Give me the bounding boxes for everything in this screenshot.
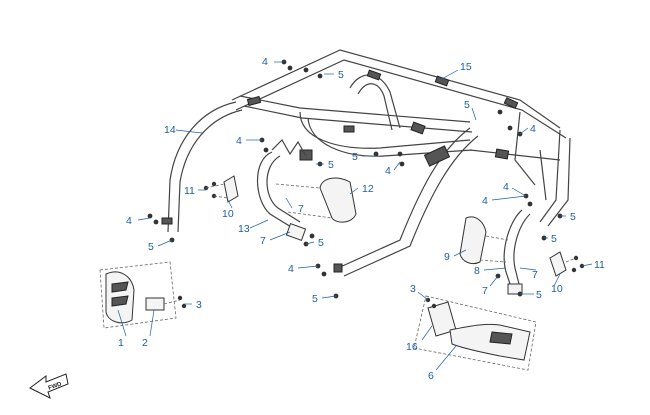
callout-5: 5 xyxy=(464,99,470,111)
leader-lines xyxy=(117,61,593,371)
callout-7: 7 xyxy=(298,203,304,215)
callout-5: 5 xyxy=(312,293,318,305)
callout-11: 11 xyxy=(184,185,195,197)
callout-10: 10 xyxy=(551,283,563,295)
callout-6: 6 xyxy=(428,370,434,382)
callout-4: 4 xyxy=(236,135,242,147)
left-inset-assembly xyxy=(99,261,187,329)
callout-5: 5 xyxy=(551,233,557,245)
callout-4: 4 xyxy=(288,263,294,275)
callout-4: 4 xyxy=(482,195,488,207)
callout-7: 7 xyxy=(482,285,488,297)
callout-10: 10 xyxy=(222,208,234,220)
callout-1: 1 xyxy=(118,337,124,349)
callout-5: 5 xyxy=(536,289,542,301)
callout-16: 16 xyxy=(406,341,418,353)
callout-5: 5 xyxy=(338,69,344,81)
callout-7: 7 xyxy=(260,235,266,247)
right-hand-hold-assembly xyxy=(459,209,585,295)
left-hand-hold-assembly xyxy=(256,139,357,242)
callout-3: 3 xyxy=(196,299,202,311)
callout-14: 14 xyxy=(164,124,176,136)
callout-4: 4 xyxy=(262,56,268,68)
callout-5: 5 xyxy=(352,151,358,163)
fasteners xyxy=(147,59,563,299)
callout-4: 4 xyxy=(530,123,536,135)
forward-arrow: FWD xyxy=(29,373,69,399)
callout-11: 11 xyxy=(594,259,605,271)
callout-2: 2 xyxy=(142,337,148,349)
left-bracket-assembly xyxy=(203,175,239,203)
callout-4: 4 xyxy=(385,165,391,177)
callout-5: 5 xyxy=(318,237,324,249)
forward-label: FWD xyxy=(48,381,64,392)
callout-5: 5 xyxy=(148,241,154,253)
callout-3: 3 xyxy=(410,283,416,295)
callout-13: 13 xyxy=(238,223,250,235)
callout-5: 5 xyxy=(328,159,334,171)
callout-4: 4 xyxy=(503,181,509,193)
callout-labels: 4 5 15 14 5 4 4 5 5 4 12 11 10 7 4 13 5 … xyxy=(118,56,605,382)
right-inset-assembly xyxy=(413,295,537,371)
callout-15: 15 xyxy=(460,61,472,73)
callout-5: 5 xyxy=(570,211,576,223)
callout-4: 4 xyxy=(126,215,132,227)
callout-9: 9 xyxy=(444,251,450,263)
roll-cage-frame xyxy=(161,49,571,277)
callout-7: 7 xyxy=(532,269,538,281)
callout-8: 8 xyxy=(474,265,480,277)
callout-12: 12 xyxy=(362,183,374,195)
